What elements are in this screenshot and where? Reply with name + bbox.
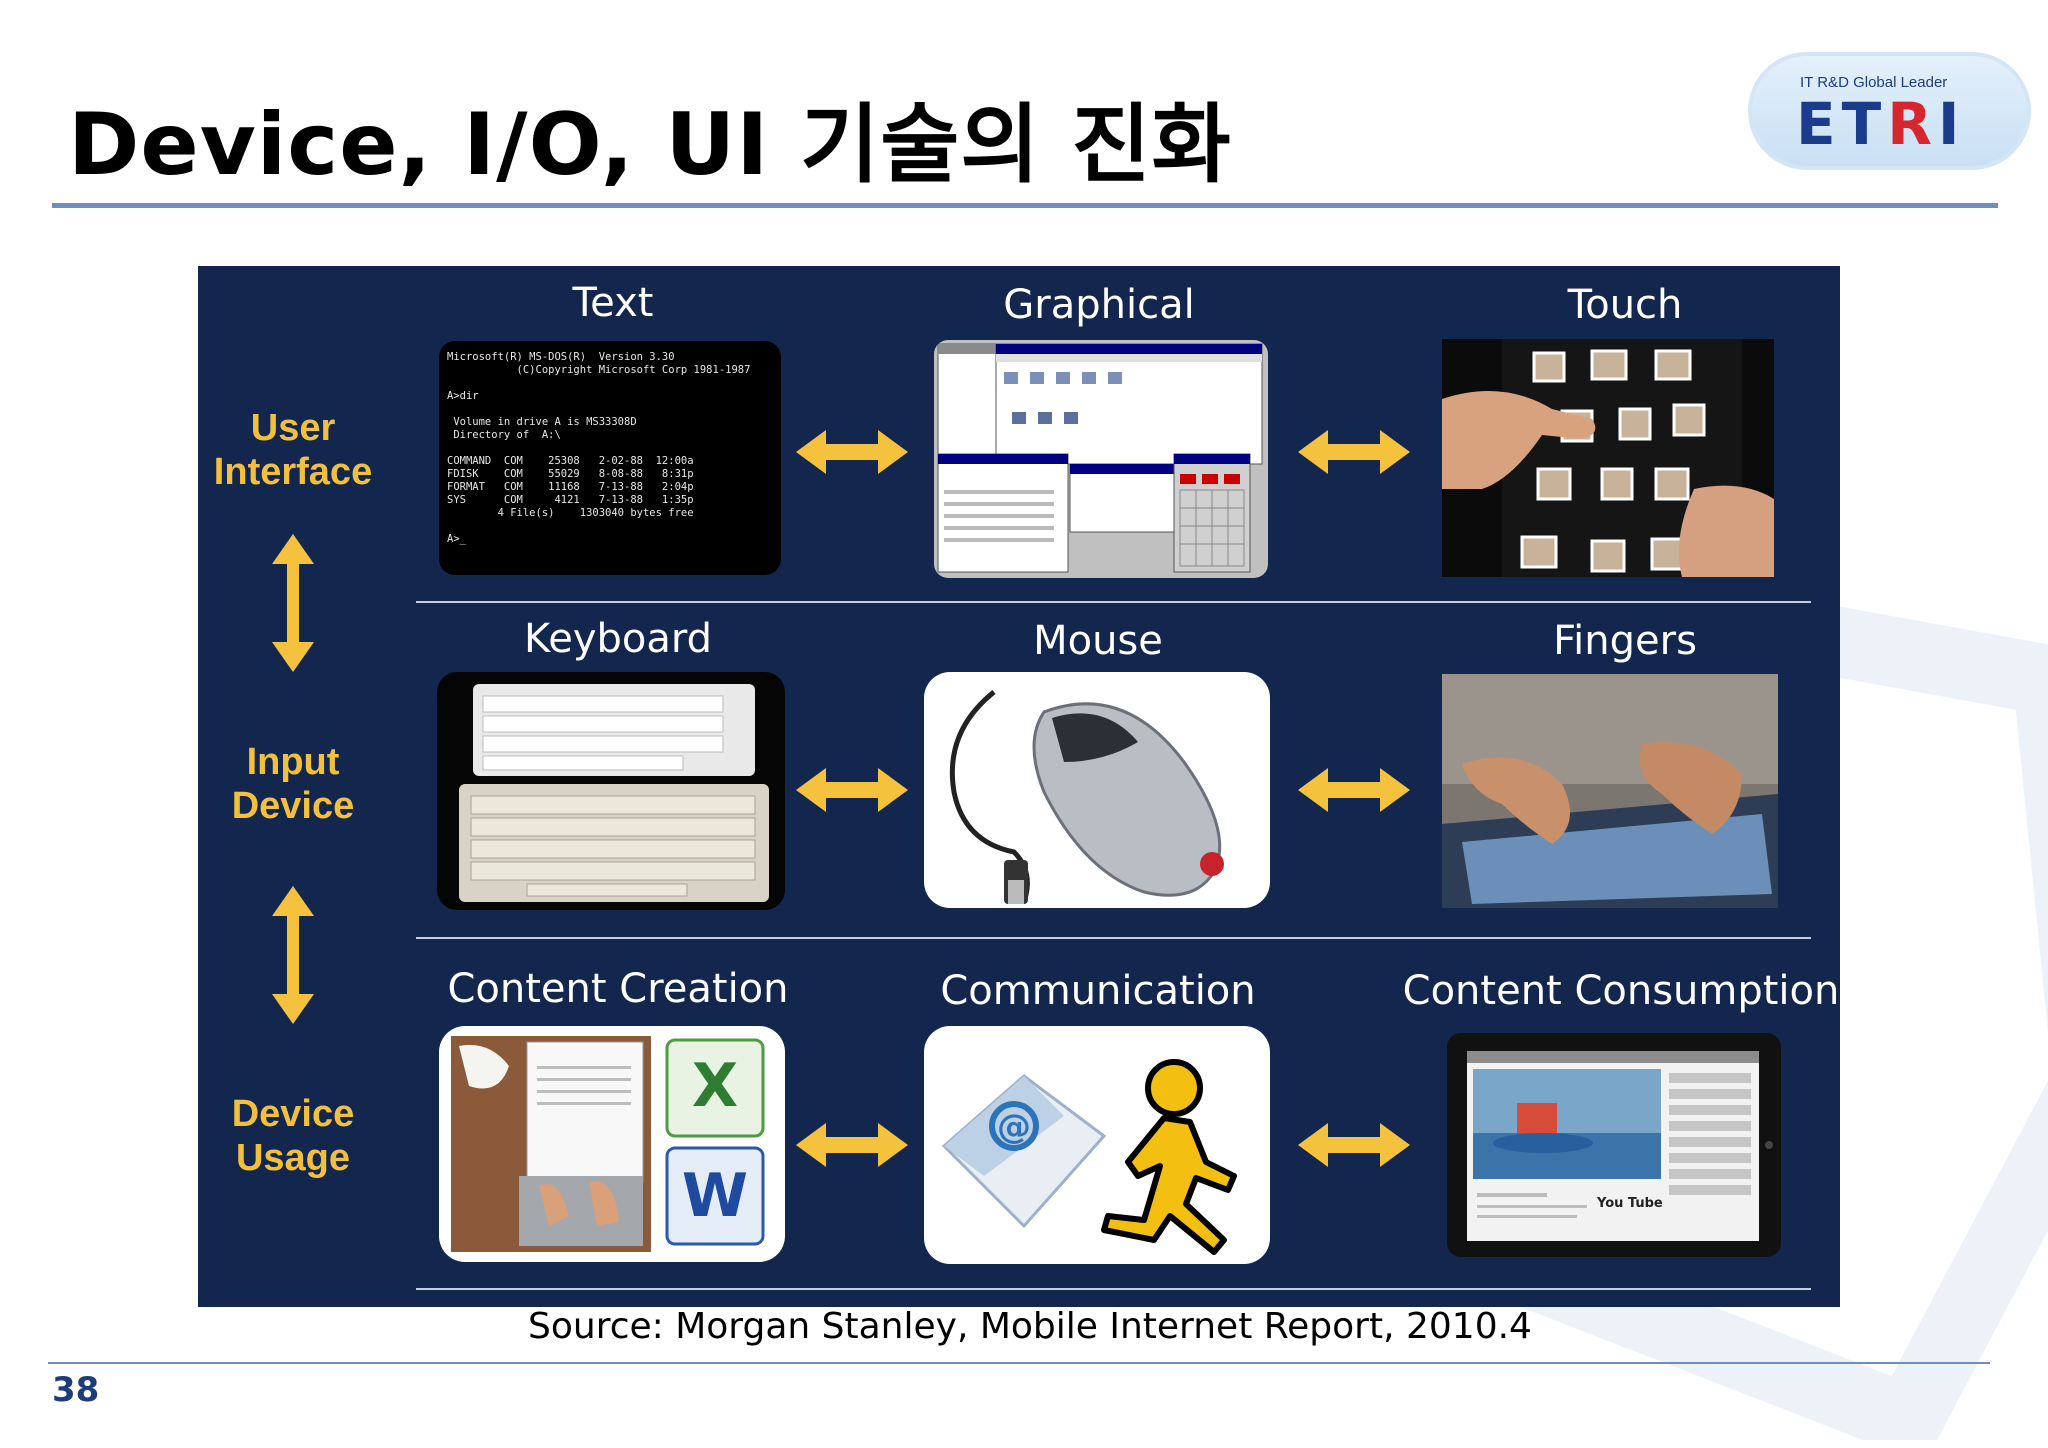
row-label-device-usage: Device Usage <box>231 1093 355 1179</box>
col-title-content-creation: Content Creation <box>447 966 789 1012</box>
slide-title: Device, I/O, UI 기술의 진화 <box>68 95 1232 195</box>
footer-rule <box>48 1362 1990 1364</box>
title-rule <box>52 203 1998 208</box>
svg-text:X: X <box>692 1051 738 1121</box>
row-divider <box>416 601 1811 603</box>
youtube-logo: You Tube <box>1596 1196 1663 1211</box>
col-title-text: Text <box>572 280 654 326</box>
col-title-mouse: Mouse <box>1033 618 1163 664</box>
col-title-touch: Touch <box>1567 282 1683 328</box>
horizontal-arrow-icon <box>1298 768 1410 812</box>
aim-running-man-icon <box>1101 1059 1237 1255</box>
col-title-content-consumption: Content Consumption <box>1402 968 1840 1014</box>
excel-icon: X <box>665 1038 765 1138</box>
windows-gui-screenshot <box>934 340 1268 578</box>
row-label-user-interface: User Interface <box>213 407 373 493</box>
col-title-communication: Communication <box>940 968 1256 1014</box>
svg-text:@: @ <box>997 1107 1031 1147</box>
row-label-input-device: Input Device <box>231 741 355 827</box>
ipad-youtube-photo: You Tube <box>1447 1033 1781 1257</box>
etri-logo: IT R&D Global Leader ETRI <box>1748 52 2031 170</box>
col-title-keyboard: Keyboard <box>523 616 713 662</box>
multitouch-fingers-photo <box>1442 674 1778 908</box>
vertical-arrow-icon <box>272 886 314 1024</box>
col-title-graphical: Graphical <box>1003 282 1195 328</box>
horizontal-arrow-icon <box>796 430 908 474</box>
col-title-fingers: Fingers <box>1553 618 1697 664</box>
svg-text:W: W <box>682 1161 748 1231</box>
horizontal-arrow-icon <box>796 1123 908 1167</box>
word-icon: W <box>665 1146 765 1246</box>
row-divider <box>416 937 1811 939</box>
vertical-arrow-icon <box>272 534 314 672</box>
keyboard-photo <box>437 672 785 910</box>
source-caption: Source: Morgan Stanley, Mobile Internet … <box>528 1306 1532 1347</box>
page-number: 38 <box>52 1370 100 1410</box>
horizontal-arrow-icon <box>1298 430 1410 474</box>
row-divider <box>416 1288 1811 1290</box>
mouse-photo <box>924 672 1270 908</box>
evolution-panel: User Interface Input Device Device Usage… <box>198 266 1840 1307</box>
touch-tablet-photo <box>1442 339 1774 577</box>
content-creation-collage: X W <box>439 1026 785 1262</box>
horizontal-arrow-icon <box>796 768 908 812</box>
communication-icons: @ <box>924 1026 1270 1264</box>
ms-dos-screen: Microsoft(R) MS-DOS(R) Version 3.30 (C)C… <box>439 341 781 575</box>
logo-wordmark: ETRI <box>1796 90 1966 158</box>
email-envelope-icon: @ <box>941 1074 1107 1229</box>
logo-tagline: IT R&D Global Leader <box>1800 74 1948 91</box>
horizontal-arrow-icon <box>1298 1123 1410 1167</box>
